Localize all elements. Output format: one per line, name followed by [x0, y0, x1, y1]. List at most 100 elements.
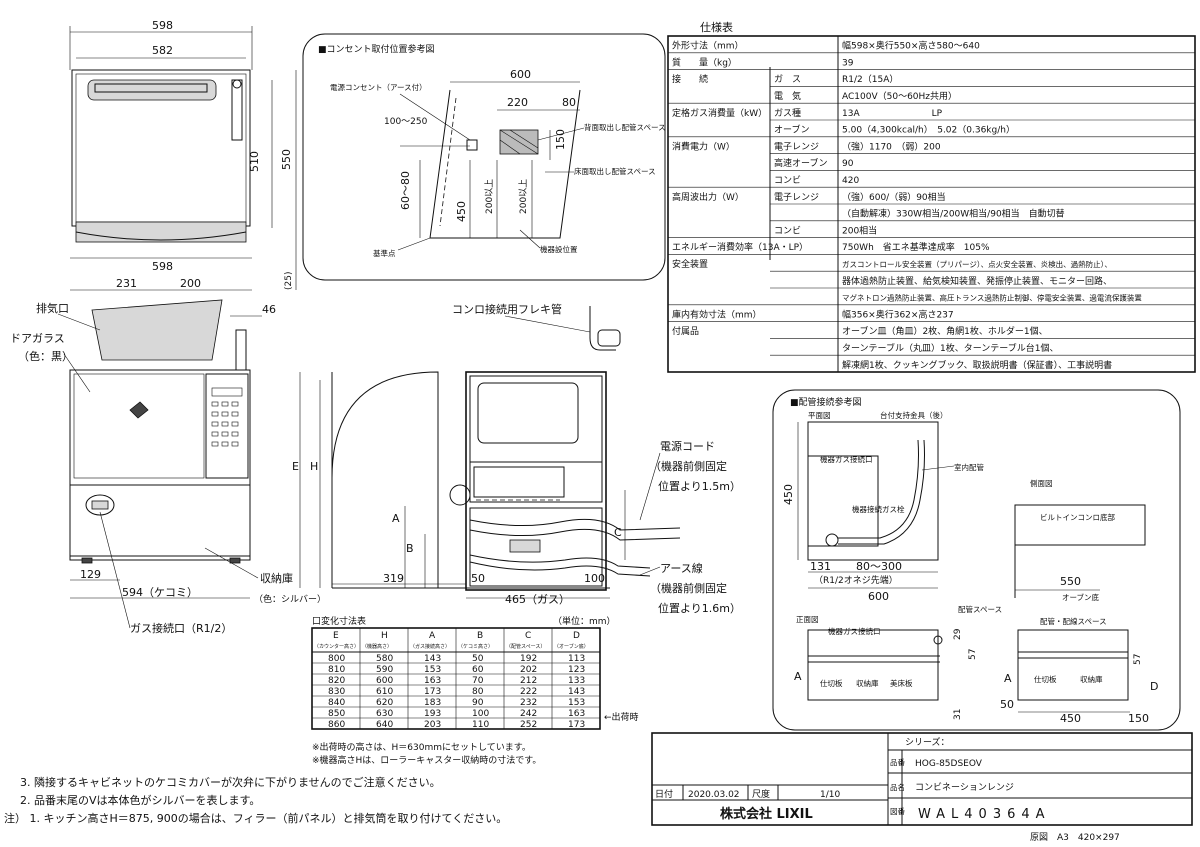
- series-label: シリーズ：: [905, 736, 950, 748]
- size-cell: 212: [520, 676, 537, 686]
- size-cell: 163: [424, 676, 441, 686]
- storage-1: 収納庫: [856, 678, 879, 688]
- pipe-dim-50: 50: [1000, 698, 1014, 711]
- size-col-header: C: [525, 631, 531, 641]
- spec-value: AC100V（50～60Hz共用）: [842, 91, 957, 102]
- dim-510: 510: [248, 151, 261, 172]
- dim-50: 50: [471, 572, 485, 585]
- size-cell: 202: [520, 665, 537, 675]
- dim-450: 450: [455, 201, 468, 222]
- notes: 3. 隣接するキャビネットのケコミカバーが次弁に下がりませんのでご注意ください。…: [4, 775, 507, 825]
- spec-sub: 電子レンジ: [774, 141, 819, 152]
- spec-value: 5.00（4,300kcal∕h） 5.02（0.36kg∕h）: [842, 125, 1015, 136]
- size-table-unit: （単位：mm）: [553, 615, 616, 627]
- size-col-subheader: （カウンター高さ）: [314, 643, 359, 650]
- spec-value: オーブン皿（角皿）2枚、角網1枚、ホルダー1個、: [842, 325, 1048, 337]
- name-label: 品名: [890, 782, 905, 792]
- size-cell: 193: [424, 709, 441, 719]
- pipe-dim-A2: A: [1004, 672, 1012, 685]
- floor-space-label: 床面取出し配管スペース: [574, 166, 656, 176]
- spec-value: 13A LP: [842, 109, 943, 119]
- back-space-label: 背面取出し配管スペース: [584, 122, 666, 132]
- stand-back-label: 台付支持金具（後）: [880, 410, 948, 420]
- cut-board-2: 仕切板: [1034, 674, 1057, 684]
- model-value: HOG-85DSEOV: [915, 759, 983, 769]
- side-label: 側面図: [1030, 478, 1053, 488]
- spec-value: （自動解凍）330W相当∕200W相当∕90相当 自動切替: [842, 208, 1065, 220]
- pipe-dim-450b: 450: [1060, 712, 1081, 725]
- indoor-pipe-label: 室内配管: [954, 462, 984, 472]
- spec-value: 幅356×奥行362×高さ237: [842, 308, 954, 320]
- spec-value: 750Wh 省エネ基準達成率 105%: [842, 241, 990, 253]
- ref-point-label: 基準点: [373, 248, 396, 258]
- side-view: コンロ接続用フレキ管 E H A B C 319 50 100: [292, 302, 741, 615]
- spec-key: 高周波出力（W）: [672, 191, 744, 203]
- dim-100-250: 100～250: [384, 117, 428, 127]
- size-cell: 840: [328, 698, 345, 708]
- cut-board-1: 仕切板: [820, 678, 843, 688]
- pipe-dim-150: 150: [1128, 712, 1149, 725]
- piping-ref-diagram: ■配管接続参考図 平面図 台付支持金具（後） 機器ガス接続口 室内配管 機器接続…: [772, 389, 1181, 731]
- spec-value: ガスコントロール安全装置（プリパージ）、点火安全装置、炎検出、過熱防止）、: [842, 259, 1112, 269]
- size-cell: 70: [472, 676, 484, 686]
- size-note-2: ※機器高さHは、ローラーキャスター収納時の寸法です。: [312, 754, 541, 766]
- size-col-header: E: [333, 631, 339, 641]
- size-table-title: 口変化寸法表: [312, 615, 366, 627]
- size-cell: 610: [376, 687, 393, 697]
- date-value: 2020.03.02: [688, 790, 740, 800]
- size-cell: 850: [328, 709, 345, 719]
- dim-594: 594（ケコミ）: [122, 586, 198, 599]
- size-cell: 173: [424, 687, 441, 697]
- power-cord-pos2: 位置より1.5m）: [658, 479, 741, 493]
- size-cell: 810: [328, 665, 345, 675]
- spec-key: 安全装置: [672, 258, 708, 270]
- dim-550: 550: [280, 149, 293, 170]
- size-cell: 192: [520, 654, 537, 664]
- size-col-header: D: [573, 631, 580, 641]
- dim-25: (25): [284, 272, 294, 290]
- drawing-label: 図番: [890, 806, 905, 816]
- spec-value: （強）600∕（弱）90相当: [842, 191, 946, 203]
- gas-valve-label: 機器接続ガス栓: [852, 504, 905, 514]
- dim-200: 200: [180, 277, 201, 290]
- size-cell: 60: [472, 665, 484, 675]
- size-cell: 90: [472, 698, 484, 708]
- note-3: 3. 隣接するキャビネットのケコミカバーが次弁に下がりませんのでご注意ください。: [20, 775, 441, 789]
- spec-sub: ガス種: [774, 108, 801, 119]
- dim-200b: 200以上: [518, 179, 529, 214]
- size-cell: 50: [472, 654, 484, 664]
- oven-bottom-label: オーブン底: [1062, 592, 1100, 602]
- pipe-dim-A: A: [794, 670, 802, 683]
- spec-key: 庫内有効寸法（mm）: [672, 308, 762, 320]
- pipe-r12: （R1∕2オネジ先端）: [814, 574, 898, 586]
- spec-key: 付属品: [672, 326, 699, 337]
- spec-value: R1∕2（15A）: [842, 74, 898, 85]
- spec-value: ターンテーブル（丸皿）1枚、ターンテーブル台1個、: [842, 342, 1058, 354]
- model-label: 品番: [890, 757, 905, 767]
- company-name: 株式会社 LIXIL: [720, 806, 813, 822]
- size-cell: 580: [376, 654, 393, 664]
- size-cell: 830: [328, 687, 345, 697]
- earth-pos1: （機器前側固定: [650, 581, 727, 595]
- dim-129: 129: [80, 568, 101, 581]
- label-exhaust: 排気口: [36, 301, 69, 315]
- size-col-subheader: （ケコミ高さ）: [458, 643, 493, 650]
- gas-inlet-label: 機器ガス接続口: [820, 454, 873, 464]
- dim-582: 582: [152, 44, 173, 57]
- storage-2: 収納庫: [1080, 674, 1103, 684]
- size-cell: 860: [328, 720, 345, 730]
- spec-sub: コンビ: [774, 225, 801, 236]
- dim-60-80: 60～80: [399, 171, 412, 210]
- name-value: コンビネーションレンジ: [915, 782, 1014, 793]
- size-cell: 232: [520, 698, 537, 708]
- dim-220: 220: [507, 96, 528, 109]
- scale-value: 1/10: [820, 790, 840, 800]
- front-view: 598 582 510 550 (25) 598 231 200 46: [10, 19, 326, 635]
- size-cell: 80: [472, 687, 484, 697]
- spec-value: 39: [842, 58, 854, 68]
- spec-key: 定格ガス消費量（kW）: [672, 107, 767, 119]
- title-block: シリーズ： 品番 HOG-85DSEOV 品名 コンビネーションレンジ 図番 W…: [651, 732, 1193, 843]
- note-2: 2. 品番末尾のVは本体色がシルバーを表します。: [20, 793, 260, 807]
- spec-sub: 高速オーブン: [774, 157, 827, 169]
- paper-size: 原図 A3 420×297: [1030, 832, 1120, 843]
